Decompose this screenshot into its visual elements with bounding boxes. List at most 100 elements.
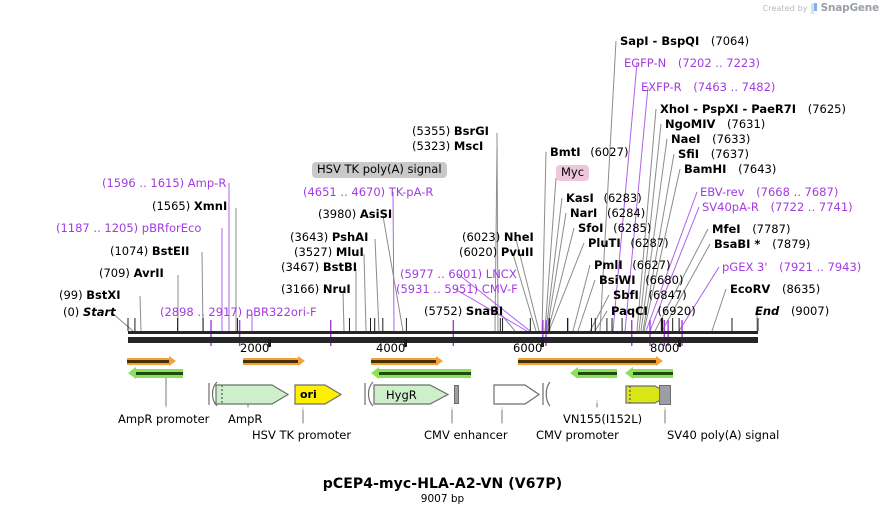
label-sfoi[interactable]: SfoI (6285) <box>578 222 651 234</box>
feature-caption-sv40-polya: SV40 poly(A) signal <box>667 428 780 442</box>
label-position: (6284) <box>607 206 646 220</box>
label-bstxi[interactable]: (99) BstXI <box>59 289 121 301</box>
feature-chip-hsv-tk-polya-signal[interactable]: HSV TK poly(A) signal <box>312 162 447 178</box>
label-pvuii[interactable]: (6020) PvuII <box>459 246 534 258</box>
label-sfii[interactable]: SfiI (7637) <box>678 148 749 160</box>
ruler-tick-2000 <box>268 339 271 347</box>
primer-arrow-reverse[interactable] <box>128 367 183 379</box>
feature-cmv-enhancer[interactable] <box>492 382 542 407</box>
primer-arrow-reverse[interactable] <box>371 367 471 379</box>
label-position: (6920) <box>657 304 696 318</box>
label-name: SfoI <box>578 221 604 235</box>
feature-cmv-promoter[interactable] <box>541 381 553 407</box>
label-ecorv[interactable]: EcoRV (8635) <box>730 283 820 295</box>
feature-chip-myc[interactable]: Myc <box>556 165 590 181</box>
label-pluti[interactable]: PluTI (6287) <box>588 237 669 249</box>
feature-hygr-gene[interactable] <box>372 382 452 407</box>
label-bsteii[interactable]: (1074) BstEII <box>110 245 189 257</box>
label-name: NaeI <box>671 132 701 146</box>
label-position: (7722 .. 7741) <box>770 200 853 214</box>
label-name: BstBI <box>322 260 358 274</box>
primer-arrow-reverse[interactable] <box>625 367 673 379</box>
label-position: (6287) <box>630 236 669 250</box>
label-pbrforeco[interactable]: (1187 .. 1205) pBRforEco <box>56 222 201 234</box>
primer-arrow-forward[interactable] <box>127 356 176 366</box>
label-name: MscI <box>453 139 484 153</box>
feature-ori[interactable] <box>293 382 345 407</box>
label-bsrgi[interactable]: (5355) BsrGI <box>412 125 489 137</box>
snapgene-watermark: Created by SnapGene <box>763 2 880 14</box>
feature-caption-ampr: AmpR <box>228 412 263 426</box>
label-name: TK-pA-R <box>388 185 434 199</box>
label-nari[interactable]: NarI (6284) <box>570 207 645 219</box>
label-snabi[interactable]: (5752) SnaBI <box>424 305 503 317</box>
label-xmni[interactable]: (1565) XmnI <box>152 200 227 212</box>
feature-label-hygr: HygR <box>386 388 417 402</box>
label-mfei[interactable]: MfeI (7787) <box>712 223 790 235</box>
label-nhei[interactable]: (6023) NheI <box>462 231 534 243</box>
ruler-tick-8000 <box>678 339 681 347</box>
label-xhoi-pspxi-paer7i[interactable]: XhoI - PspXI - PaeR7I (7625) <box>660 103 846 115</box>
feature-sv40-polya-signal[interactable] <box>659 385 671 405</box>
primer-arrow-reverse[interactable] <box>570 367 617 379</box>
label-ngomiv[interactable]: NgoMIV (7631) <box>665 118 765 130</box>
label-pbr322ori-f[interactable]: (2898 .. 2917) pBR322ori-F <box>160 306 317 318</box>
label-nrui[interactable]: (3166) NruI <box>281 283 351 295</box>
label-bmti[interactable]: BmtI (6027) <box>550 146 628 158</box>
label-start[interactable]: (0) Start <box>63 306 116 318</box>
label-name: pBRforEco <box>141 221 202 235</box>
label-position: (7643) <box>738 162 777 176</box>
label-sapi-bspqi[interactable]: SapI - BspQI (7064) <box>620 35 749 47</box>
label-sv40pa-r[interactable]: SV40pA-R (7722 .. 7741) <box>702 201 853 213</box>
label-position: (7637) <box>710 147 749 161</box>
label-tk-pa-r[interactable]: (4651 .. 4670) TK-pA-R <box>303 186 433 198</box>
feature-label-ori: ori <box>300 388 317 401</box>
plasmid-length: 9007 bp <box>420 493 465 505</box>
watermark-brand: SnapGene <box>820 2 880 14</box>
label-pshai[interactable]: (3643) PshAI <box>290 231 368 243</box>
label-mlui[interactable]: (3527) MluI <box>294 246 364 258</box>
label-asisi[interactable]: (3980) AsiSI <box>318 208 392 220</box>
label-sbfi[interactable]: SbfI (6847) <box>613 289 687 301</box>
label-position: (7202 .. 7223) <box>677 56 761 70</box>
feature-caption-cmv-enhancer: CMV enhancer <box>424 428 508 442</box>
label-egfp-n[interactable]: EGFP-N (7202 .. 7223) <box>624 57 760 69</box>
label-bstbi[interactable]: (3467) BstBI <box>281 261 357 273</box>
label-kasi[interactable]: KasI (6283) <box>566 192 642 204</box>
label-end[interactable]: End (9007) <box>755 305 829 317</box>
label-pgex-3-prime[interactable]: pGEX 3' (7921 .. 7943) <box>722 261 861 273</box>
label-ebv-rev[interactable]: EBV-rev (7668 .. 7687) <box>700 186 838 198</box>
label-name: LNCX <box>485 267 517 281</box>
label-naei[interactable]: NaeI (7633) <box>671 133 750 145</box>
label-msci[interactable]: (5323) MscI <box>412 140 483 152</box>
label-position: (5355) <box>412 124 451 138</box>
feature-hsv-tk-polya-signal-bar[interactable] <box>454 385 459 404</box>
label-name: Amp-R <box>187 176 227 190</box>
feature-hsv-tk-promoter[interactable] <box>362 381 376 407</box>
label-position: (709) <box>99 266 130 280</box>
feature-ampr-gene[interactable] <box>214 382 292 407</box>
label-avrii[interactable]: (709) AvrII <box>99 267 164 279</box>
label-position: (7633) <box>712 132 751 146</box>
label-name: AsiSI <box>359 207 393 221</box>
label-exfp-r[interactable]: EXFP-R (7463 .. 7482) <box>641 81 775 93</box>
label-bsiwi[interactable]: BsiWI (6680) <box>599 274 683 286</box>
label-name: PluTI <box>588 236 621 250</box>
label-cmv-f[interactable]: (5931 .. 5951) CMV-F <box>396 283 518 295</box>
label-position: (0) <box>63 305 80 319</box>
label-lncx[interactable]: (5977 .. 6001) LNCX <box>400 268 517 280</box>
label-position: (6023) <box>462 230 501 244</box>
label-name: PshAI <box>331 230 369 244</box>
snapgene-logo-icon <box>810 2 818 14</box>
label-paqci[interactable]: PaqCI (6920) <box>611 305 696 317</box>
label-bsabi[interactable]: BsaBI * (7879) <box>714 238 810 250</box>
primer-arrow-forward[interactable] <box>518 356 663 366</box>
primer-arrow-forward[interactable] <box>243 356 305 366</box>
label-position: (6027) <box>590 145 629 159</box>
sequence-ruler-bar[interactable] <box>128 337 758 343</box>
label-bamhi[interactable]: BamHI (7643) <box>684 163 776 175</box>
label-name: SbfI <box>613 288 639 302</box>
label-pmli[interactable]: PmlI (6627) <box>594 259 671 271</box>
label-amp-r[interactable]: (1596 .. 1615) Amp-R <box>102 177 226 189</box>
primer-arrow-forward[interactable] <box>371 356 443 366</box>
